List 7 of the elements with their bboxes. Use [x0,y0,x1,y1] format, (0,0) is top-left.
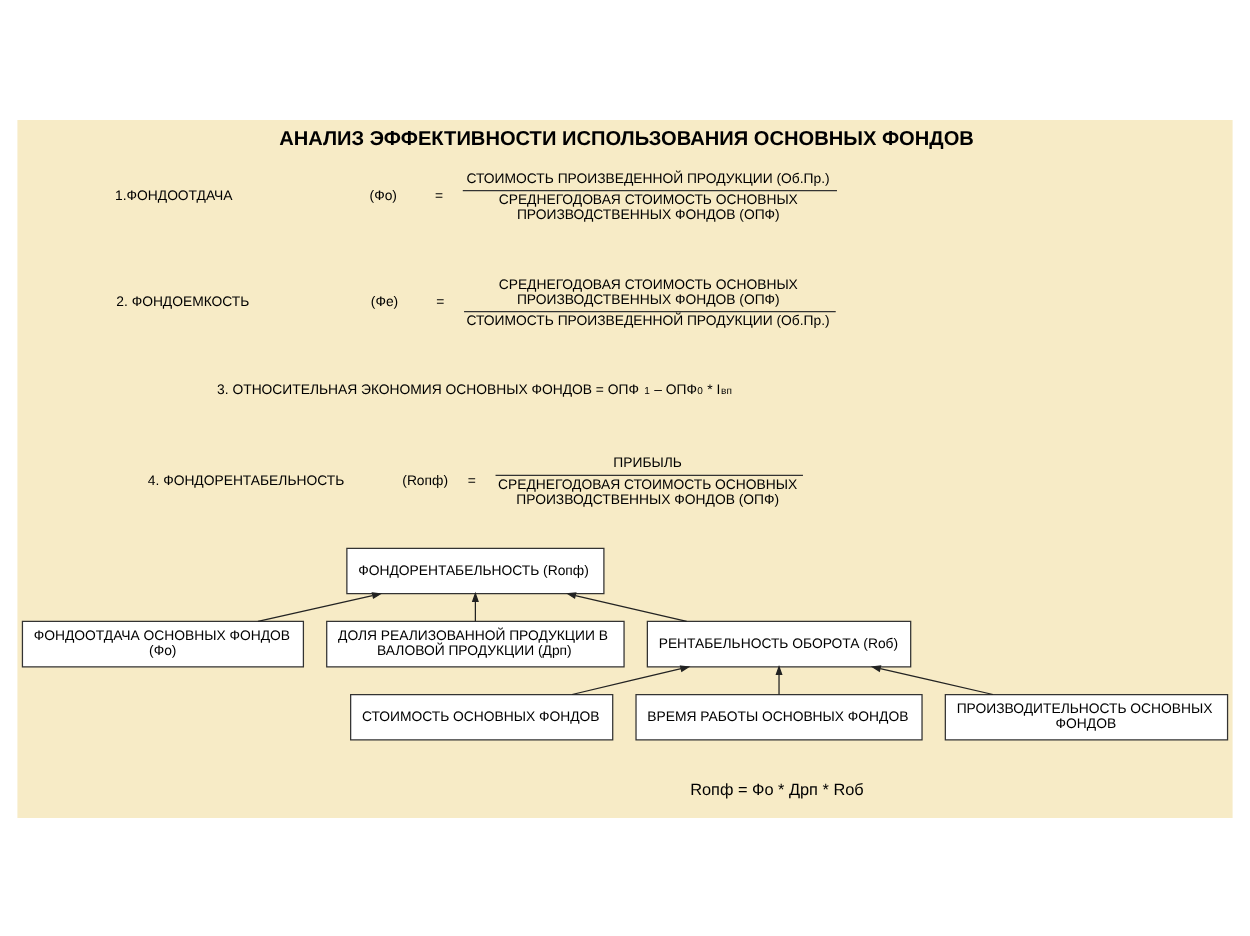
arrow [571,664,691,695]
arrow [471,590,479,621]
arrow [257,591,383,622]
arrow [870,664,994,695]
diagram-title: АНАЛИЗ ЭФФЕКТИВНОСТИ ИСПОЛЬЗОВАНИЯ ОСНОВНЫХ ФОНДОВ [279,127,974,150]
arrow [565,591,688,622]
arrow [775,663,783,694]
